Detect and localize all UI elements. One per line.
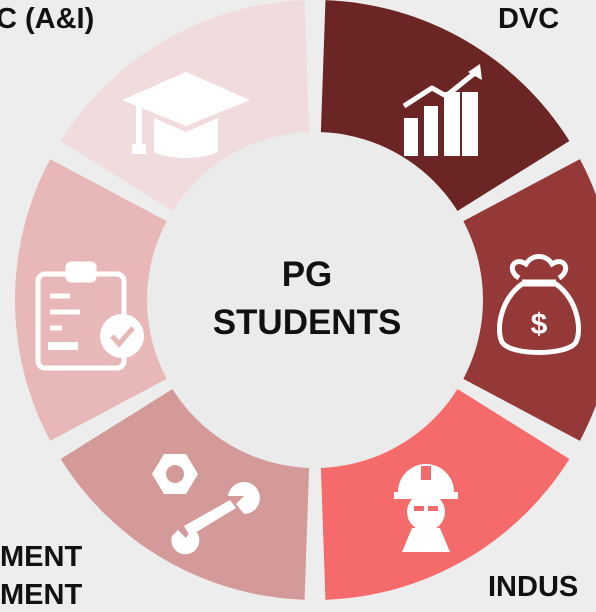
center-circle — [147, 132, 483, 468]
svg-text:$: $ — [531, 308, 548, 341]
label-top-right: DVC — [498, 3, 560, 35]
center-title-line1: PG — [282, 255, 333, 294]
label-top-left: C (A&I) — [0, 3, 95, 35]
segment-money-bag — [462, 159, 596, 441]
clipboard-check-icon — [35, 261, 144, 371]
label-bottom-left-1: MENT — [0, 541, 83, 573]
nut-wrench-icon — [152, 454, 260, 555]
graduation-cap-icon — [122, 72, 250, 158]
growth-chart-icon — [402, 64, 482, 156]
worker-icon — [394, 464, 458, 552]
center-title-line2: STUDENTS — [213, 303, 402, 342]
label-bottom-right: INDUS — [488, 571, 579, 603]
label-bottom-left-2: MENT — [0, 579, 83, 611]
segment-tools — [60, 388, 310, 600]
money-bag-icon: $ — [497, 254, 581, 355]
